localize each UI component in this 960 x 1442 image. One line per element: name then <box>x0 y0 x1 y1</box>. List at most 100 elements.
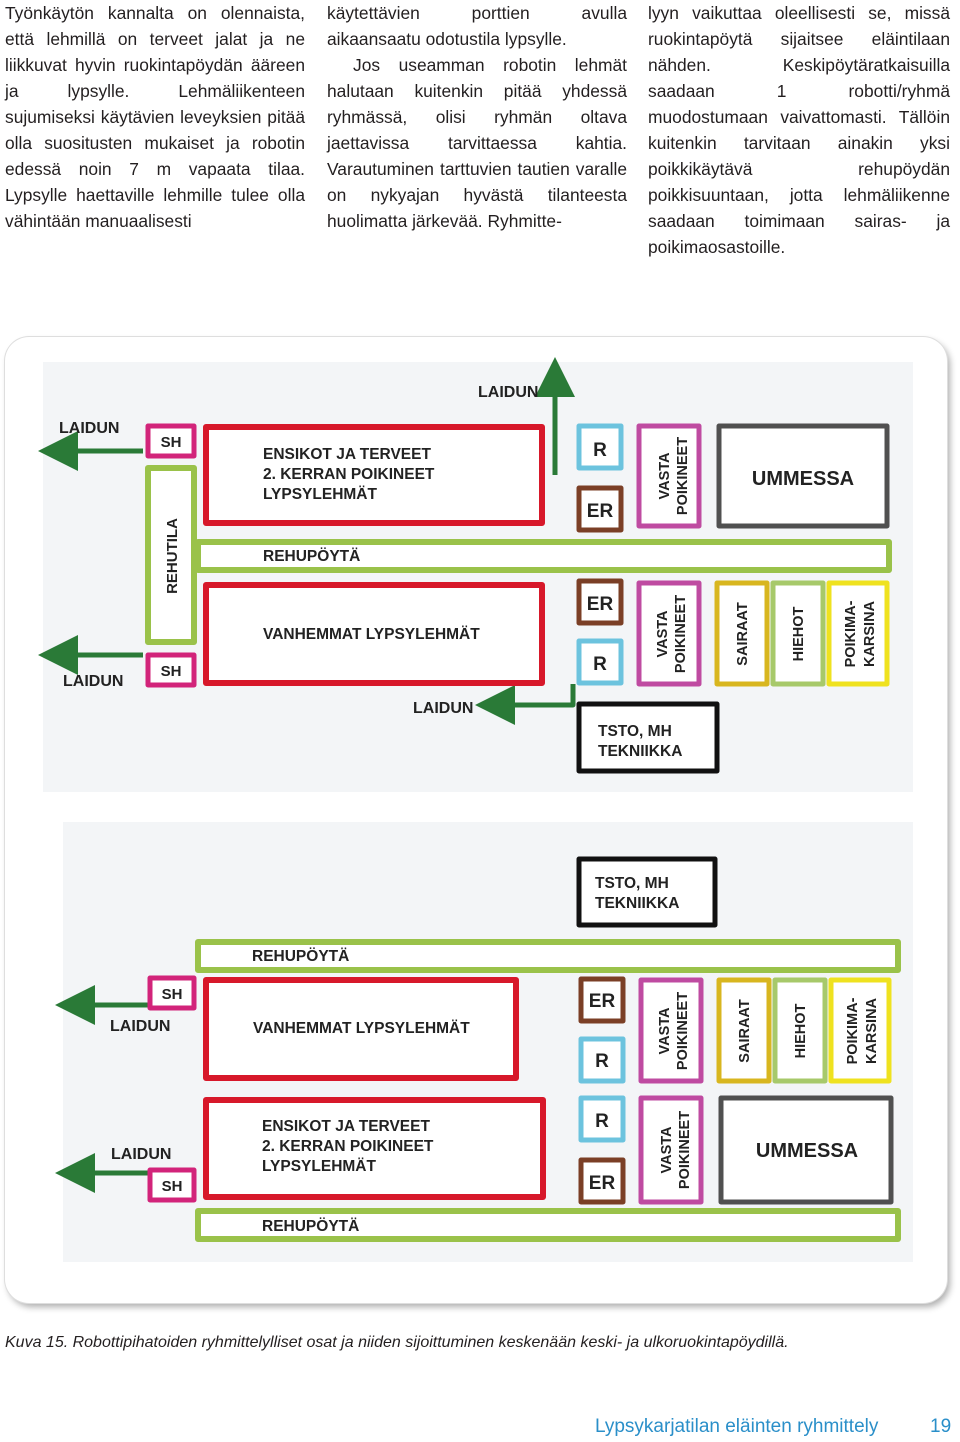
paragraph: käytettävien porttien avulla aikaansaatu… <box>327 3 627 49</box>
pen-label: 2. KERRAN POIKINEET <box>262 1138 434 1155</box>
er-box <box>576 485 624 533</box>
calving-pen <box>826 580 890 687</box>
feed-table <box>195 539 892 573</box>
paragraph: lyyn vaikuttaa oleellisesti se, missä ru… <box>648 3 950 257</box>
pen-label: UMMESSA <box>752 468 854 490</box>
sh-box <box>147 1167 197 1203</box>
pen-label: VANHEMMAT LYPSYLEHMÄT <box>263 626 480 643</box>
dry-cows-pen <box>716 423 890 529</box>
feed-table-label: REHUPÖYTÄ <box>252 948 349 965</box>
pasture-label: LAIDUN <box>413 700 473 717</box>
pen-label: KARSINA <box>864 997 880 1064</box>
robot-box <box>578 1036 626 1084</box>
pen-label: VASTA <box>659 1126 675 1174</box>
pen-label: HIEHOT <box>793 1003 809 1058</box>
tech-label: TEKNIIKKA <box>598 743 682 760</box>
barn-layout-diagram: LAIDUN LAIDUN LAIDUN LAIDUN SH SH REHUTI… <box>38 357 913 1262</box>
pasture-label: LAIDUN <box>63 673 123 690</box>
pen-label: 2. KERRAN POIKINEET <box>263 466 435 483</box>
figure-caption: Kuva 15. Robottipihatoiden ryhmittelylli… <box>5 1334 789 1352</box>
robot-box <box>576 423 624 471</box>
paragraph: Jos useamman robotin lehmät halutaan kui… <box>327 55 627 231</box>
tech-label: TEKNIIKKA <box>595 895 679 912</box>
dry-cows-pen <box>718 1095 894 1205</box>
pen-label: POIKIMA- <box>845 997 861 1064</box>
sh-box <box>145 423 197 459</box>
pen-label: POIKINEET <box>675 992 691 1070</box>
feed-table-label: REHUPÖYTÄ <box>262 1218 359 1235</box>
pen-young-cows <box>203 424 545 526</box>
pen-label: SAIRAAT <box>735 602 751 666</box>
text-column-2: käytettävien porttien avulla aikaansaatu… <box>327 0 627 234</box>
pen-label: VASTA <box>657 452 673 500</box>
sick-pen <box>714 580 770 687</box>
pen-label: SAIRAAT <box>737 999 753 1063</box>
pen-label: ENSIKOT JA TERVEET <box>262 1118 430 1135</box>
sh-label: SH <box>161 663 182 680</box>
heifers-pen <box>770 580 826 687</box>
tech-label: TSTO, MH <box>598 723 672 740</box>
pasture-label: LAIDUN <box>111 1146 171 1163</box>
text-column-3: lyyn vaikuttaa oleellisesti se, missä ru… <box>648 0 950 260</box>
er-box <box>576 578 624 626</box>
pen-label: POIKIMA- <box>843 600 859 667</box>
pen-label: LYPSYLEHMÄT <box>263 486 378 503</box>
pen-label: VANHEMMAT LYPSYLEHMÄT <box>253 1020 470 1037</box>
paragraph: Työnkäytön kannalta on olennaista, että … <box>5 3 305 231</box>
sh-box <box>147 975 197 1011</box>
calving-pen <box>828 977 892 1084</box>
pen-label: ENSIKOT JA TERVEET <box>263 446 431 463</box>
sh-label: SH <box>162 986 183 1003</box>
er-box <box>578 1157 626 1205</box>
feed-storage-label: REHUTILA <box>164 518 181 594</box>
er-label: ER <box>587 594 614 615</box>
running-footer-title: Lypsykarjatilan eläinten ryhmittely <box>595 1416 879 1437</box>
robot-label: R <box>593 654 607 675</box>
sh-label: SH <box>162 1178 183 1195</box>
fresh-cows-pen <box>636 423 702 529</box>
caption-text: Robottipihatoiden ryhmittelylliset osat … <box>68 1334 789 1351</box>
pen-label: KARSINA <box>862 600 878 667</box>
pen-label: VASTA <box>655 610 671 658</box>
robot-label: R <box>593 440 607 461</box>
pen-label: UMMESSA <box>756 1140 858 1162</box>
robot-label: R <box>595 1051 609 1072</box>
fresh-cows-pen <box>636 580 702 687</box>
fresh-cows-pen <box>638 1095 704 1205</box>
pasture-label: LAIDUN <box>110 1018 170 1035</box>
pen-label: LYPSYLEHMÄT <box>262 1158 377 1175</box>
er-label: ER <box>589 991 616 1012</box>
sh-box <box>145 652 197 688</box>
pen-older-cows <box>203 582 545 686</box>
tech-room <box>576 856 718 928</box>
pen-label: VASTA <box>657 1007 673 1055</box>
pasture-label: LAIDUN <box>59 420 119 437</box>
sh-label: SH <box>161 434 182 451</box>
feed-table-label: REHUPÖYTÄ <box>263 548 360 565</box>
robot-box <box>578 1095 626 1143</box>
page-number: 19 <box>930 1416 952 1437</box>
heifers-pen <box>772 977 828 1084</box>
pen-label: POIKINEET <box>673 595 689 673</box>
caption-label: Kuva 15. <box>5 1334 69 1351</box>
pen-label: POIKINEET <box>677 1111 693 1189</box>
barn-layout-figure: LAIDUN LAIDUN LAIDUN LAIDUN SH SH REHUTI… <box>5 337 947 1303</box>
sick-pen <box>716 977 772 1084</box>
pen-label: HIEHOT <box>791 606 807 661</box>
er-label: ER <box>589 1173 616 1194</box>
robot-box <box>576 638 624 686</box>
er-box <box>578 976 626 1024</box>
feed-table <box>195 1208 901 1242</box>
feed-table <box>195 939 901 973</box>
pasture-label: LAIDUN <box>478 384 538 401</box>
pen-label: POIKINEET <box>675 437 691 515</box>
pen-older-cows <box>203 977 519 1081</box>
pen-young-cows <box>203 1097 546 1200</box>
fresh-cows-pen <box>638 977 704 1084</box>
robot-label: R <box>595 1111 609 1132</box>
er-label: ER <box>587 501 614 522</box>
feed-storage <box>145 465 197 645</box>
pasture-arrow <box>475 684 576 725</box>
text-column-1: Työnkäytön kannalta on olennaista, että … <box>5 0 305 234</box>
tech-label: TSTO, MH <box>595 875 669 892</box>
